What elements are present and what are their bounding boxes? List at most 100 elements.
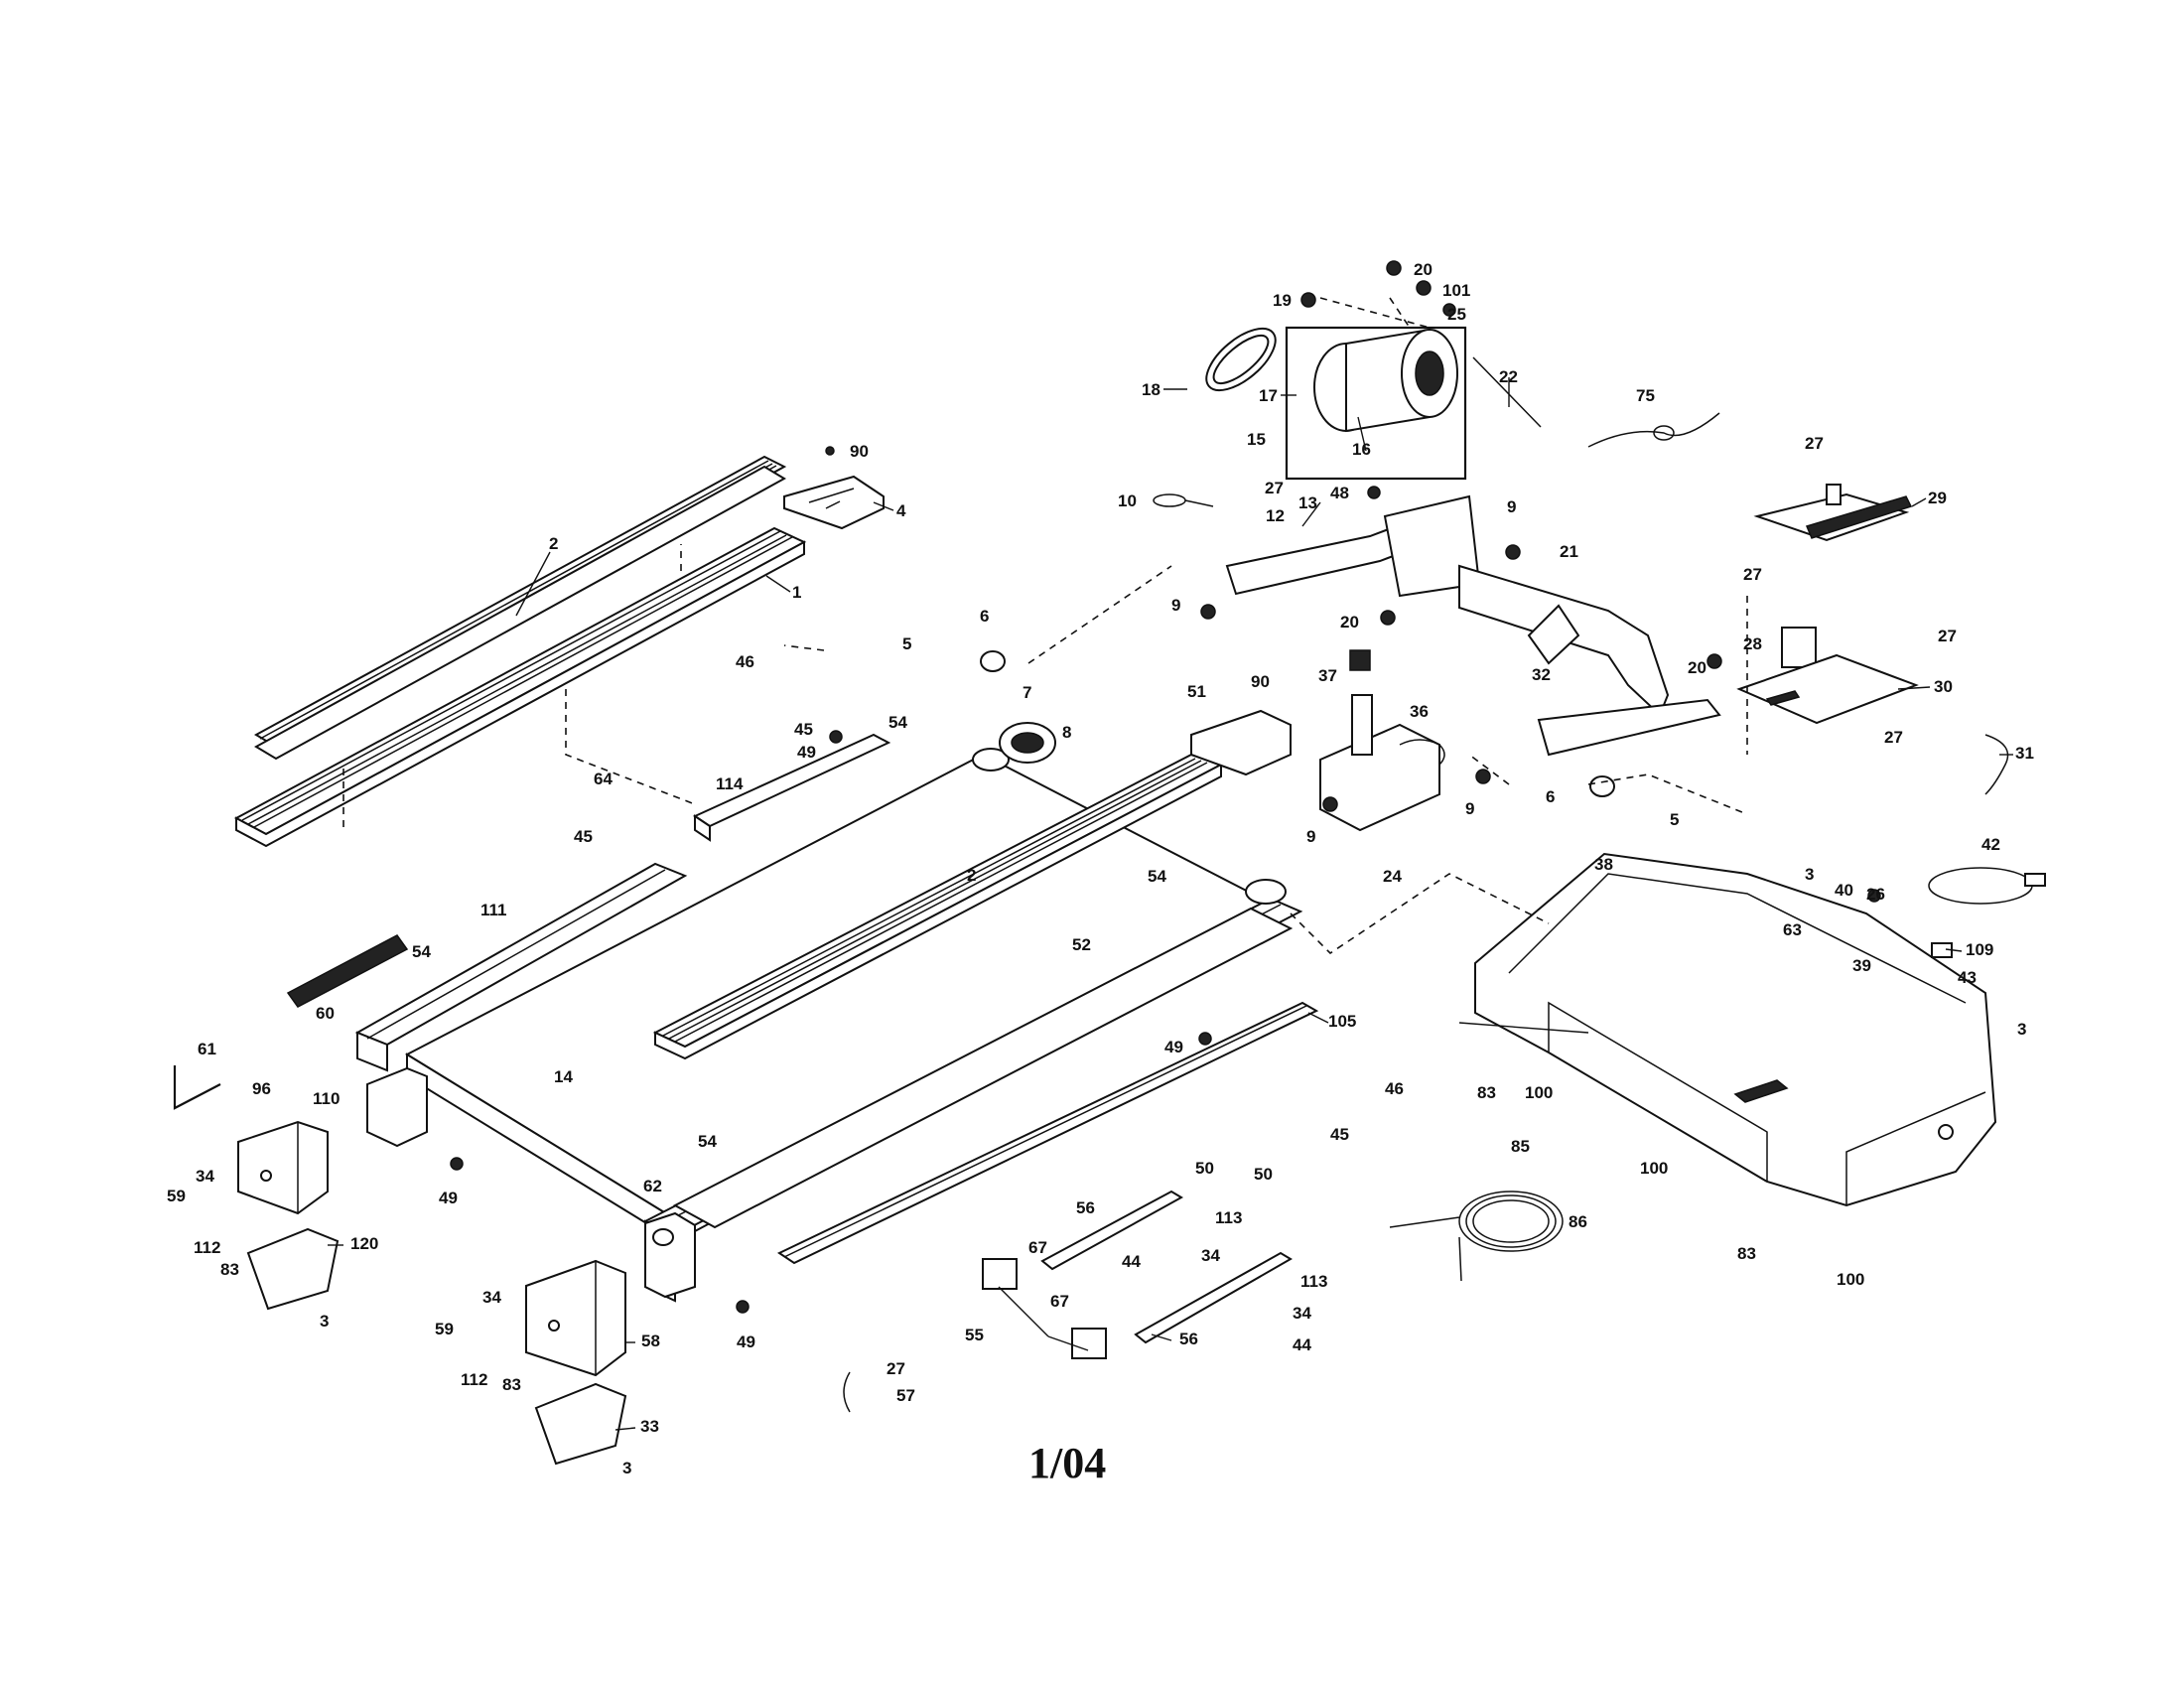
left-end-cap-58 xyxy=(525,1259,626,1377)
callout-9a: 9 xyxy=(1507,497,1516,516)
callout-59a: 59 xyxy=(167,1187,186,1205)
callout-3a: 3 xyxy=(320,1312,329,1331)
callout-54d: 54 xyxy=(698,1132,717,1151)
callout-45a: 45 xyxy=(794,720,813,739)
callout-83c: 83 xyxy=(1477,1083,1496,1102)
callout-6a: 6 xyxy=(980,607,989,626)
callout-45c: 45 xyxy=(1330,1125,1349,1144)
callout-17: 17 xyxy=(1259,386,1278,405)
callout-112b: 112 xyxy=(461,1370,487,1389)
callout-113a: 113 xyxy=(1215,1208,1242,1227)
callout-114: 114 xyxy=(716,774,744,793)
callout-3d: 3 xyxy=(2017,1020,2026,1039)
callout-54a: 54 xyxy=(888,713,907,732)
callout-1: 1 xyxy=(792,583,801,602)
callout-40: 40 xyxy=(1835,881,1853,900)
callout-6b: 6 xyxy=(1546,787,1555,806)
callout-101: 101 xyxy=(1442,281,1470,300)
drive-pulley-part xyxy=(980,650,1615,797)
foot-pad-55-a xyxy=(982,1258,1018,1290)
callout-64: 64 xyxy=(594,770,613,788)
callout-44b: 44 xyxy=(1293,1335,1311,1354)
callout-34b: 34 xyxy=(482,1288,501,1307)
assembly-lines xyxy=(565,297,1748,955)
callout-86: 86 xyxy=(1569,1212,1587,1231)
callout-56a: 56 xyxy=(1076,1198,1095,1217)
callout-85: 85 xyxy=(1511,1137,1530,1156)
callout-2b: 2 xyxy=(967,866,976,885)
control-board-29 xyxy=(1753,484,1913,542)
cable-10 xyxy=(1153,493,1214,507)
motor-belt-part xyxy=(1205,327,1277,392)
date-code: 1/04 xyxy=(1028,1439,1106,1487)
callout-120: 120 xyxy=(350,1234,378,1253)
callout-36: 36 xyxy=(1410,702,1429,721)
callout-34d: 34 xyxy=(1293,1304,1311,1323)
leader-lines xyxy=(328,377,2013,1431)
callout-54c: 54 xyxy=(1148,867,1166,886)
fasteners xyxy=(450,260,1881,1314)
callout-10: 10 xyxy=(1118,491,1137,510)
callout-27c: 27 xyxy=(1805,434,1824,453)
callout-37: 37 xyxy=(1318,666,1337,685)
rear-bracket-110 xyxy=(366,1066,428,1148)
treadmill-deck-frame xyxy=(354,748,1303,1303)
callout-20a: 20 xyxy=(1414,260,1433,279)
callout-20c: 20 xyxy=(1688,658,1706,677)
foot-bar-56-upper xyxy=(1040,1190,1184,1271)
callout-62: 62 xyxy=(643,1177,662,1195)
callout-27b: 27 xyxy=(1265,479,1284,497)
callout-75: 75 xyxy=(1636,386,1655,405)
callout-45b: 45 xyxy=(574,827,593,846)
callout-22: 22 xyxy=(1499,367,1518,386)
callout-9c: 9 xyxy=(1465,799,1474,818)
callout-38: 38 xyxy=(1594,855,1613,874)
callout-51: 51 xyxy=(1187,682,1206,701)
wire-harness-85 xyxy=(1389,1191,1564,1282)
lower-cup-120 xyxy=(246,1227,340,1311)
callout-49a: 49 xyxy=(797,743,816,762)
cable-75 xyxy=(1587,412,1720,448)
callout-4: 4 xyxy=(896,501,906,520)
motor-controller-36 xyxy=(1319,649,1445,832)
power-cord-42 xyxy=(1928,867,2046,958)
callout-110: 110 xyxy=(313,1089,340,1108)
lower-cup-33 xyxy=(534,1382,627,1466)
bracket-51 xyxy=(1190,709,1292,776)
callout-34c: 34 xyxy=(1201,1246,1220,1265)
callout-100b: 100 xyxy=(1640,1159,1668,1178)
callout-83a: 83 xyxy=(220,1260,239,1279)
callout-20b: 20 xyxy=(1340,613,1359,632)
callout-59b: 59 xyxy=(435,1320,454,1338)
callout-63: 63 xyxy=(1783,920,1802,939)
callout-48: 48 xyxy=(1330,484,1349,502)
callout-58: 58 xyxy=(641,1332,660,1350)
cable-31 xyxy=(1984,734,2009,795)
callout-3b: 3 xyxy=(622,1459,631,1477)
callout-61: 61 xyxy=(198,1040,216,1058)
callout-52: 52 xyxy=(1072,935,1091,954)
callout-50a: 50 xyxy=(1195,1159,1214,1178)
allen-wrench-part xyxy=(173,1065,221,1110)
mounting-plate-30 xyxy=(1736,653,1919,725)
callout-13: 13 xyxy=(1298,493,1317,512)
callout-14: 14 xyxy=(554,1067,573,1086)
callout-39: 39 xyxy=(1852,956,1871,975)
callout-57: 57 xyxy=(896,1386,915,1405)
callout-2a: 2 xyxy=(549,534,558,553)
callout-49b: 49 xyxy=(439,1189,458,1207)
callout-111: 111 xyxy=(480,901,507,919)
callout-60: 60 xyxy=(316,1004,335,1023)
callout-46a: 46 xyxy=(736,652,754,671)
part-callouts: 2 1 90 4 46 45 5 6 7 8 54 49 114 64 45 1… xyxy=(167,260,2034,1477)
foot-bar-56-lower xyxy=(1134,1251,1293,1344)
callout-56b: 56 xyxy=(1179,1330,1198,1348)
callout-28: 28 xyxy=(1743,634,1762,653)
callout-21: 21 xyxy=(1560,542,1578,561)
lower-side-rail-part xyxy=(233,526,807,848)
callout-34a: 34 xyxy=(196,1167,214,1186)
callout-83d: 83 xyxy=(1737,1244,1756,1263)
left-end-cap-96 xyxy=(237,1120,329,1215)
callout-105: 105 xyxy=(1328,1012,1356,1031)
